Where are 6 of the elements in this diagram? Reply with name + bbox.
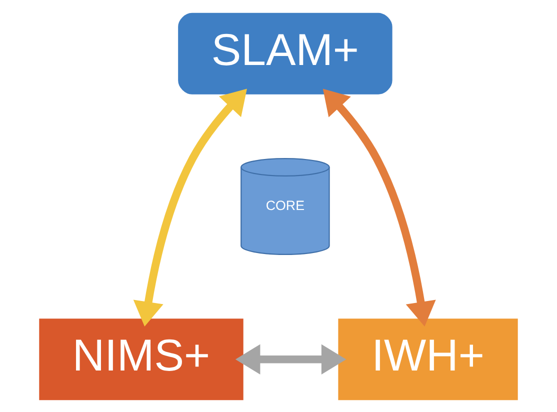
arrow	[322, 88, 436, 326]
node-box: NIMS+	[39, 318, 244, 400]
arrow	[235, 344, 346, 374]
node-box: SLAM+	[178, 12, 392, 94]
arrow	[133, 88, 247, 326]
node-box: IWH+	[338, 318, 518, 400]
